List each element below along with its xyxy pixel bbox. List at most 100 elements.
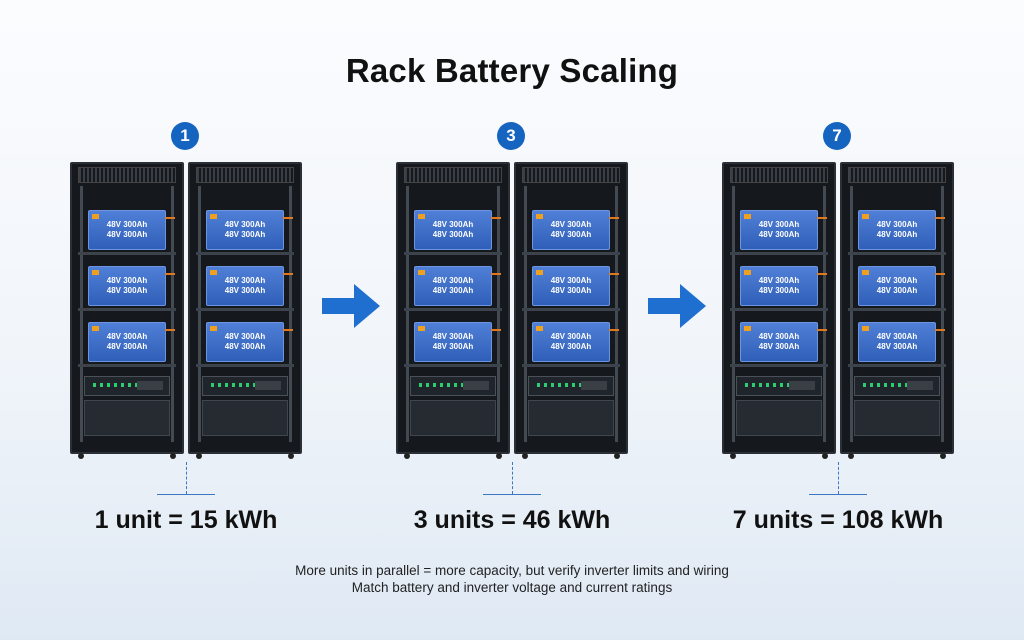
module-label: 48V 300Ah	[432, 220, 474, 229]
caster-wheel-icon	[822, 453, 828, 459]
cable-icon	[609, 273, 619, 275]
note-line-2: Match battery and inverter voltage and c…	[351, 580, 673, 595]
capacity-caption: 7 units = 108 kWh	[732, 506, 944, 534]
base-drawer	[736, 400, 822, 436]
module-label: 48V 300Ah	[876, 332, 918, 341]
cable-icon	[609, 217, 619, 219]
top-vent	[78, 167, 176, 183]
module-label: 48V 300Ah	[758, 230, 800, 239]
warning-label-icon	[92, 270, 99, 275]
connector-tick	[809, 494, 867, 495]
cable-icon	[935, 217, 945, 219]
module-label: 48V 300Ah	[106, 276, 148, 285]
bms-control-unit	[736, 376, 822, 396]
unit-count-badge: 3	[497, 122, 525, 150]
display-panel	[137, 381, 163, 390]
caster-wheel-icon	[496, 453, 502, 459]
display-panel	[907, 381, 933, 390]
rack-rail	[198, 186, 201, 442]
caster-wheel-icon	[404, 453, 410, 459]
module-label: 48V 300Ah	[224, 342, 266, 351]
module-label: 48V 300Ah	[224, 332, 266, 341]
module-label: 48V 300Ah	[224, 276, 266, 285]
rack-rail	[615, 186, 618, 442]
top-vent	[522, 167, 620, 183]
rack-rail	[289, 186, 292, 442]
warning-label-icon	[210, 270, 217, 275]
base-drawer	[202, 400, 288, 436]
base-drawer	[528, 400, 614, 436]
module-label: 48V 300Ah	[758, 276, 800, 285]
rack-shelf	[848, 252, 946, 255]
cable-icon	[165, 217, 175, 219]
module-label: 48V 300Ah	[106, 220, 148, 229]
rack-shelf	[404, 308, 502, 311]
warning-label-icon	[862, 214, 869, 219]
rack-rail	[823, 186, 826, 442]
unit-count-badge: 7	[823, 122, 851, 150]
cable-icon	[165, 329, 175, 331]
rack-rail	[850, 186, 853, 442]
display-panel	[463, 381, 489, 390]
module-label: 48V 300Ah	[876, 276, 918, 285]
module-label: 48V 300Ah	[432, 230, 474, 239]
module-label: 48V 300Ah	[550, 286, 592, 295]
rack-rail	[941, 186, 944, 442]
rack-shelf	[730, 252, 828, 255]
caster-wheel-icon	[170, 453, 176, 459]
module-label: 48V 300Ah	[432, 332, 474, 341]
rack-shelf	[522, 364, 620, 367]
module-label: 48V 300Ah	[106, 286, 148, 295]
warning-label-icon	[536, 270, 543, 275]
rack-shelf	[78, 308, 176, 311]
module-label: 48V 300Ah	[224, 230, 266, 239]
module-label: 48V 300Ah	[224, 286, 266, 295]
display-panel	[789, 381, 815, 390]
rack-rail	[732, 186, 735, 442]
cable-icon	[491, 329, 501, 331]
warning-label-icon	[210, 214, 217, 219]
bms-control-unit	[528, 376, 614, 396]
cable-icon	[491, 217, 501, 219]
module-label: 48V 300Ah	[876, 220, 918, 229]
warning-label-icon	[210, 326, 217, 331]
caster-wheel-icon	[522, 453, 528, 459]
status-led-icon	[419, 383, 479, 387]
caster-wheel-icon	[730, 453, 736, 459]
module-label: 48V 300Ah	[758, 286, 800, 295]
rack-shelf	[196, 252, 294, 255]
status-led-icon	[863, 383, 923, 387]
warning-label-icon	[418, 326, 425, 331]
module-label: 48V 300Ah	[876, 286, 918, 295]
warning-label-icon	[744, 214, 751, 219]
cable-icon	[283, 217, 293, 219]
module-label: 48V 300Ah	[876, 342, 918, 351]
rack-rail	[80, 186, 83, 442]
display-panel	[255, 381, 281, 390]
warning-label-icon	[418, 214, 425, 219]
cable-icon	[817, 329, 827, 331]
caster-wheel-icon	[848, 453, 854, 459]
caster-wheel-icon	[614, 453, 620, 459]
cable-icon	[935, 273, 945, 275]
cable-icon	[491, 273, 501, 275]
cable-icon	[817, 273, 827, 275]
module-label: 48V 300Ah	[758, 342, 800, 351]
arrow-right-icon	[322, 284, 380, 328]
rack-rail	[524, 186, 527, 442]
rack-shelf	[730, 308, 828, 311]
note-line-1: More units in parallel = more capacity, …	[295, 563, 729, 578]
